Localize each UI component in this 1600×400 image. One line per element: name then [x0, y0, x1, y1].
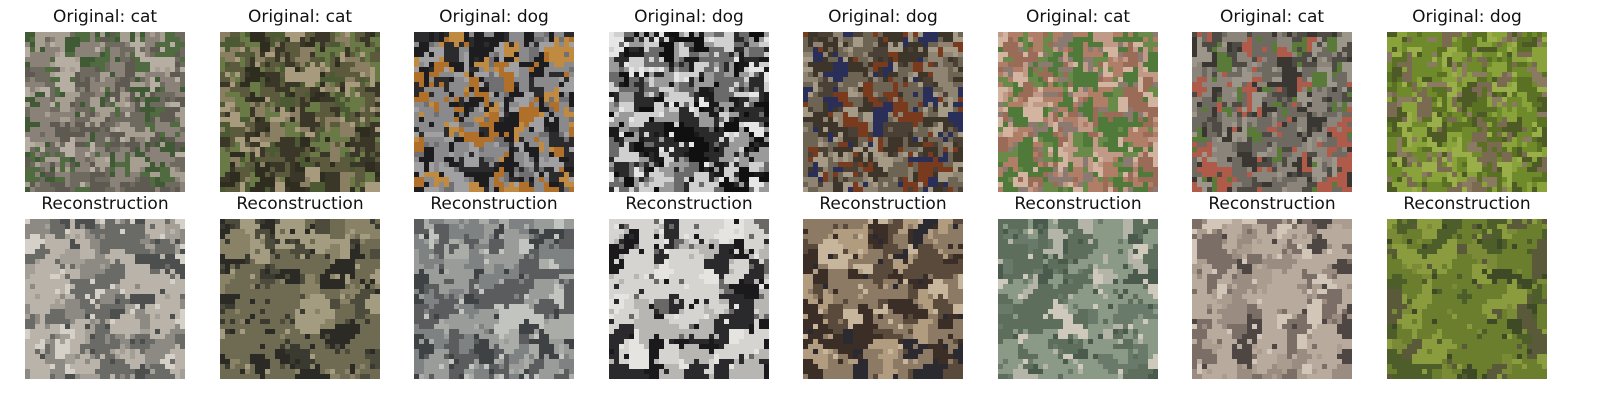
original-tile-1: Original: cat: [25, 6, 185, 192]
original-tile-8-title: Original: dog: [1412, 7, 1522, 27]
reconstruction-tile-2: Reconstruction: [220, 193, 380, 379]
original-tile-6: Original: cat: [998, 6, 1158, 192]
reconstruction-tile-1-image: [25, 219, 185, 379]
reconstruction-tile-4-image: [609, 219, 769, 379]
reconstruction-tile-6-title: Reconstruction: [1014, 194, 1142, 214]
original-tile-1-title: Original: cat: [52, 7, 158, 27]
original-tile-7-image: [1192, 32, 1352, 192]
original-tile-4-pixels: [609, 32, 769, 192]
original-tile-4: Original: dog: [609, 6, 769, 192]
original-tile-7: Original: cat: [1192, 6, 1352, 192]
reconstruction-tile-1-title: Reconstruction: [41, 194, 169, 214]
original-tile-5-title: Original: dog: [828, 7, 938, 27]
reconstruction-tile-2-image: [220, 219, 380, 379]
reconstruction-tile-1: Reconstruction: [25, 193, 185, 379]
reconstruction-tile-3: Reconstruction: [414, 193, 574, 379]
original-tile-7-pixels: [1192, 32, 1352, 192]
reconstruction-tile-7-pixels: [1192, 219, 1352, 379]
original-tile-4-title: Original: dog: [634, 7, 744, 27]
reconstruction-tile-8-title: Reconstruction: [1403, 194, 1531, 214]
reconstruction-tile-3-image: [414, 219, 574, 379]
reconstruction-tile-8: Reconstruction: [1387, 193, 1547, 379]
reconstruction-tile-1-pixels: [25, 219, 185, 379]
reconstruction-tile-8-image: [1387, 219, 1547, 379]
original-tile-3-image: [414, 32, 574, 192]
reconstruction-tile-7: Reconstruction: [1192, 193, 1352, 379]
original-tile-7-title: Original: cat: [1219, 7, 1325, 27]
original-tile-1-pixels: [25, 32, 185, 192]
reconstruction-tile-5-image: [803, 219, 963, 379]
original-tile-2-image: [220, 32, 380, 192]
original-tile-8-image: [1387, 32, 1547, 192]
reconstruction-tile-5-title: Reconstruction: [819, 194, 947, 214]
original-tile-5-pixels: [803, 32, 963, 192]
reconstruction-tile-4-pixels: [609, 219, 769, 379]
reconstruction-tile-5: Reconstruction: [803, 193, 963, 379]
original-tile-6-title: Original: cat: [1025, 7, 1131, 27]
original-tile-3-title: Original: dog: [439, 7, 549, 27]
original-tile-4-image: [609, 32, 769, 192]
reconstruction-tile-7-title: Reconstruction: [1208, 194, 1336, 214]
original-tile-6-pixels: [998, 32, 1158, 192]
reconstruction-tile-4: Reconstruction: [609, 193, 769, 379]
original-tile-2-pixels: [220, 32, 380, 192]
reconstruction-tile-6-pixels: [998, 219, 1158, 379]
reconstruction-tile-2-pixels: [220, 219, 380, 379]
original-tile-8-pixels: [1387, 32, 1547, 192]
original-tile-8: Original: dog: [1387, 6, 1547, 192]
reconstruction-tile-5-pixels: [803, 219, 963, 379]
reconstruction-tile-2-title: Reconstruction: [236, 194, 364, 214]
original-tile-2: Original: cat: [220, 6, 380, 192]
original-tile-5: Original: dog: [803, 6, 963, 192]
reconstruction-tile-6-image: [998, 219, 1158, 379]
reconstruction-tile-8-pixels: [1387, 219, 1547, 379]
reconstruction-tile-7-image: [1192, 219, 1352, 379]
reconstruction-tile-3-pixels: [414, 219, 574, 379]
reconstruction-tile-4-title: Reconstruction: [625, 194, 753, 214]
original-tile-2-title: Original: cat: [247, 7, 353, 27]
original-tile-6-image: [998, 32, 1158, 192]
reconstruction-tile-6: Reconstruction: [998, 193, 1158, 379]
original-tile-1-image: [25, 32, 185, 192]
original-tile-3: Original: dog: [414, 6, 574, 192]
original-tile-3-pixels: [414, 32, 574, 192]
original-tile-5-image: [803, 32, 963, 192]
reconstruction-tile-3-title: Reconstruction: [430, 194, 558, 214]
